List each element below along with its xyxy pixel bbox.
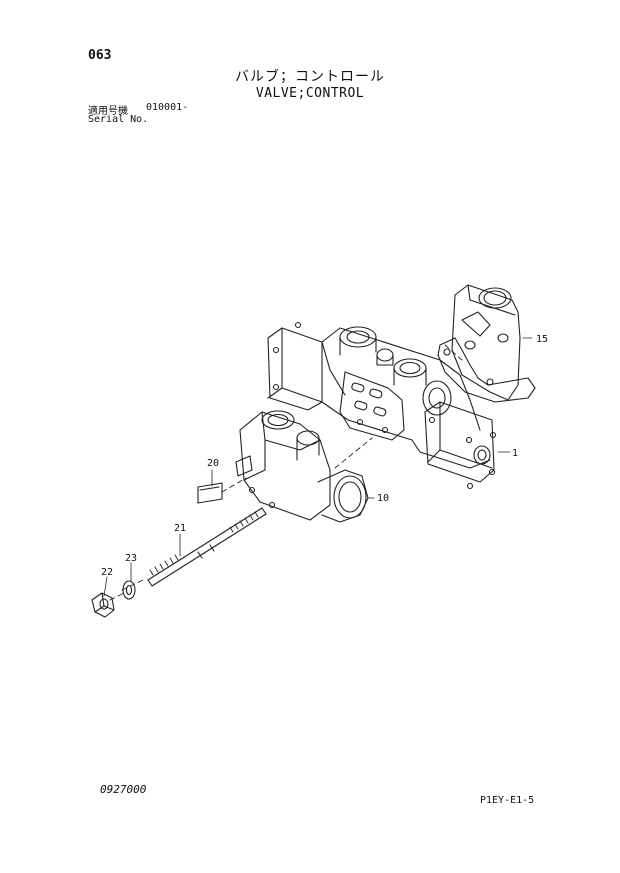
reference-code: P1EY-E1-5 (480, 795, 535, 806)
callout-20: 20 (207, 458, 219, 469)
port-flange-drawing (437, 284, 536, 403)
callout-1: 1 (512, 448, 518, 459)
nut-drawing (91, 592, 115, 618)
spring-washer-drawing (122, 580, 136, 600)
nameplate-drawing (197, 482, 223, 504)
drawing-number: 0927000 (100, 783, 147, 796)
serial-label-japanese: 適用号機 (88, 106, 128, 117)
title-japanese: バルブ；コントロール (235, 69, 385, 85)
control-valve-body-drawing (267, 321, 497, 490)
callout-10: 10 (377, 493, 389, 504)
callout-15: 15 (536, 334, 548, 345)
serial-label-english: Serial No. (88, 114, 149, 125)
page-number: 063 (88, 48, 112, 63)
title-english: VALVE;CONTROL (255, 86, 365, 101)
stud-bolt-drawing (147, 507, 267, 587)
callout-22: 22 (101, 567, 113, 578)
assembly-guide-lines (109, 344, 463, 601)
callout-21: 21 (174, 523, 186, 534)
callout-23: 23 (125, 553, 137, 564)
serial-number-value: 010001- (146, 102, 189, 113)
leader-lines (103, 337, 533, 597)
inlet-section-drawing (235, 410, 369, 523)
